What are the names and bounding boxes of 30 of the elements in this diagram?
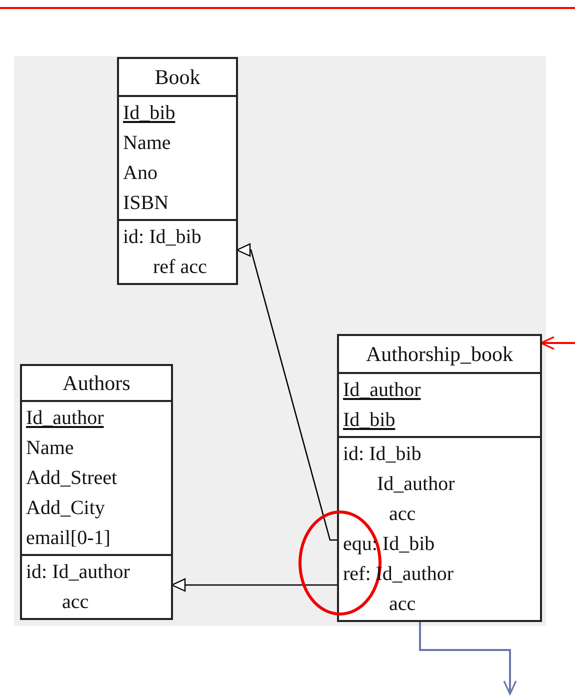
- arrow: [236, 243, 337, 541]
- attribute: Id_bib: [122, 101, 176, 126]
- entity-table: [117, 57, 238, 285]
- attribute: email[0-1]: [25, 526, 112, 551]
- attribute: ISBN: [122, 191, 170, 216]
- constraint: id: Id_author: [25, 560, 131, 585]
- arrow: [540, 336, 575, 350]
- attribute: Name: [122, 131, 172, 156]
- constraint: equ: Id_bib: [342, 532, 436, 557]
- entity-table: [337, 334, 542, 622]
- constraint: acc: [388, 502, 417, 527]
- attribute: Id_author: [342, 378, 422, 403]
- attribute: Name: [25, 436, 75, 461]
- attribute: Add_Street: [25, 466, 118, 491]
- arrow: [171, 578, 337, 592]
- constraint: acc: [61, 590, 90, 615]
- table-name: Book: [154, 64, 200, 91]
- constraint: acc: [388, 592, 417, 617]
- table-name: Authorship_book: [366, 341, 513, 368]
- attribute: Id_author: [25, 406, 105, 431]
- constraint: id: Id_bib: [342, 442, 422, 467]
- attribute: Add_City: [25, 496, 106, 521]
- constraint: Id_author: [376, 472, 456, 497]
- table-name: Authors: [62, 370, 130, 397]
- attribute: Ano: [122, 161, 158, 186]
- entity-table: [20, 364, 173, 620]
- constraint: id: Id_bib: [122, 225, 202, 250]
- arrow: [419, 622, 517, 695]
- attribute: Id_bib: [342, 408, 396, 433]
- constraint: ref acc: [152, 255, 208, 280]
